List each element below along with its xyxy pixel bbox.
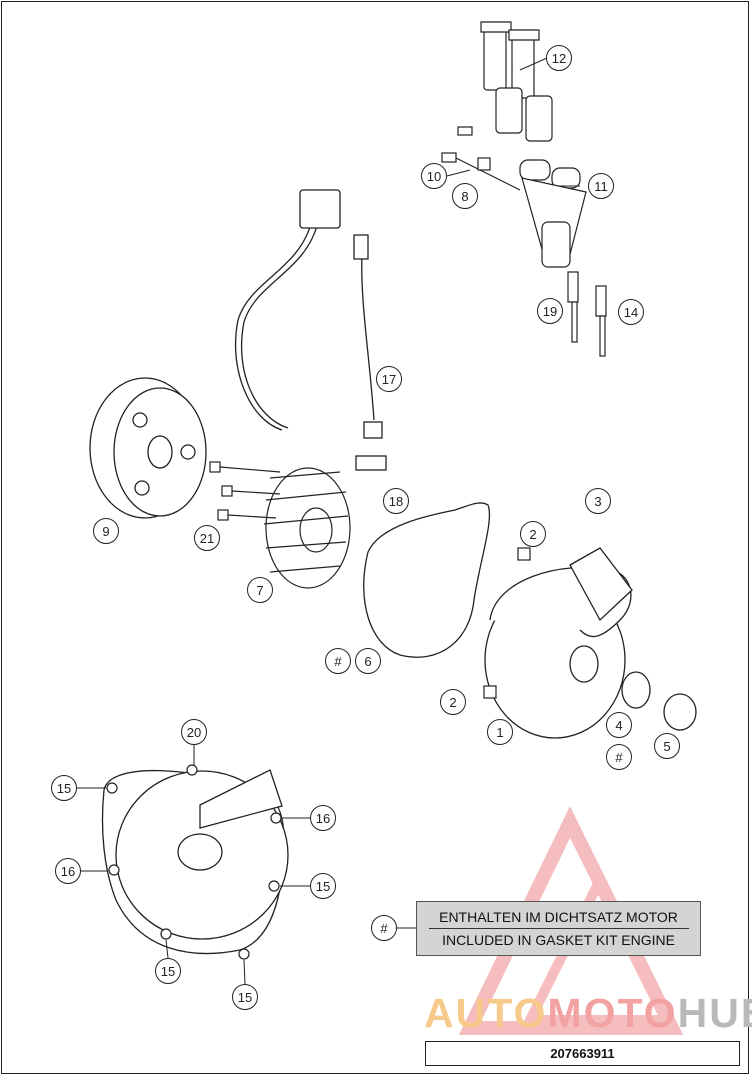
watermark-part-hub: HUB (677, 990, 752, 1036)
ignition-coil-pair (480, 21, 553, 142)
callout-12: 12 (546, 45, 572, 71)
callout-15-bottom-left: 15 (155, 958, 181, 984)
callout-10: 10 (421, 163, 447, 189)
generator-cover-gasket (363, 502, 491, 658)
callout-6: 6 (355, 648, 381, 674)
callout-2-bottom: 2 (440, 689, 466, 715)
callout-1: 1 (487, 719, 513, 745)
callout-11: 11 (588, 173, 614, 199)
callout-9: 9 (93, 518, 119, 544)
callout-18: 18 (383, 488, 409, 514)
callout-3: 3 (585, 488, 611, 514)
flywheel-rotor (89, 377, 207, 519)
callout-16-right: 16 (310, 805, 336, 831)
callout-20: 20 (181, 719, 207, 745)
spark-plug-connector (519, 159, 587, 268)
gasket-kit-legend: ENTHALTEN IM DICHTSATZ MOTOR INCLUDED IN… (416, 901, 701, 956)
callout-16-left: 16 (55, 858, 81, 884)
callout-14: 14 (618, 299, 644, 325)
cover-pins (483, 547, 531, 699)
watermark-part-moto: MOTO (547, 990, 678, 1036)
legend-line-german: ENTHALTEN IM DICHTSATZ MOTOR (439, 909, 678, 925)
cover-screws (106, 764, 282, 960)
drawing-number: 207663911 (425, 1041, 740, 1066)
pulse-sensor-cable (353, 234, 387, 471)
callout-15-bottom: 15 (232, 984, 258, 1010)
callout-4: 4 (606, 712, 632, 738)
callout-15-top-left: 15 (51, 775, 77, 801)
callout-5: 5 (654, 733, 680, 759)
stator-bolts (209, 461, 281, 521)
generator-cover-outer-view (101, 769, 289, 955)
callout-8: 8 (452, 183, 478, 209)
callout-6-hash: # (325, 648, 351, 674)
callout-21: 21 (194, 525, 220, 551)
watermark-text: AUTOMOTOHUB (424, 990, 752, 1037)
callout-7: 7 (247, 577, 273, 603)
stator (263, 467, 351, 589)
legend-divider (428, 928, 689, 929)
leader-lines (77, 57, 580, 985)
o-ring-and-plug (621, 671, 697, 731)
callout-17: 17 (376, 366, 402, 392)
callout-legend-hash: # (371, 915, 397, 941)
watermark-part-auto: AUTO (424, 990, 548, 1036)
callout-4-hash: # (606, 744, 632, 770)
small-bolts-top (441, 126, 521, 191)
generator-cover (484, 547, 633, 739)
callout-15-right: 15 (310, 873, 336, 899)
spark-plugs (567, 271, 607, 357)
stator-cable (234, 189, 341, 431)
callout-19: 19 (537, 298, 563, 324)
callout-2-top: 2 (520, 521, 546, 547)
legend-line-english: INCLUDED IN GASKET KIT ENGINE (442, 932, 675, 948)
